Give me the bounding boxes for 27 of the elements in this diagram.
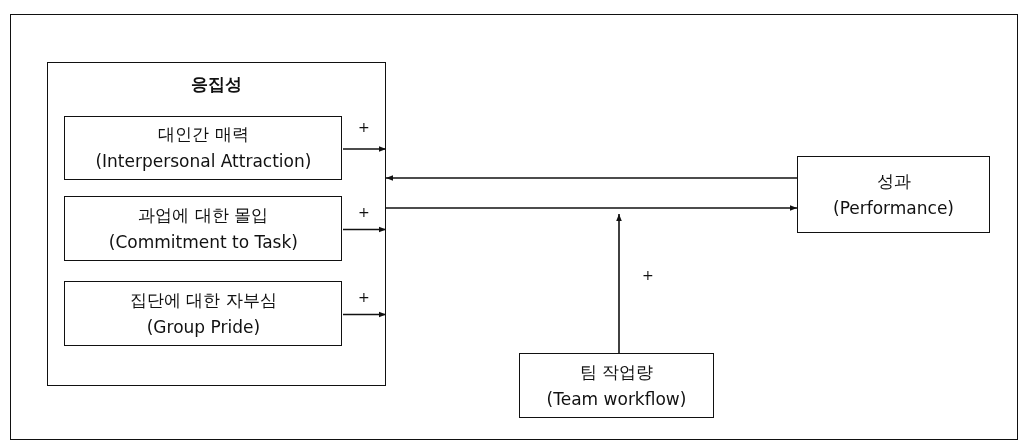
group-box xyxy=(47,62,386,386)
process-box xyxy=(519,353,714,418)
korean-label: 성과 xyxy=(876,169,911,193)
korean-label: 대인간 매력 xyxy=(158,123,249,147)
process-box xyxy=(797,156,990,233)
korean-label: 팀 작업량 xyxy=(579,360,654,384)
english-label: (Group Pride) xyxy=(146,315,261,339)
arrow xyxy=(342,226,387,233)
arrow xyxy=(385,205,798,211)
arrow xyxy=(616,213,622,354)
edge-label: + xyxy=(641,268,655,282)
edge-label: + xyxy=(357,120,371,134)
factor-box xyxy=(64,196,343,262)
group-heading: 응집성 xyxy=(191,73,242,96)
arrow xyxy=(342,146,387,152)
english-label: (Commitment to Task) xyxy=(108,230,298,254)
arrow xyxy=(342,311,387,318)
edge-label: + xyxy=(357,205,371,219)
edge-label: + xyxy=(357,290,371,304)
korean-label: 집단에 대한 자부심 xyxy=(130,288,277,312)
english-label: (Team workflow) xyxy=(546,387,687,411)
english-label: (Performance) xyxy=(833,196,954,220)
english-label: (Interpersonal Attraction) xyxy=(95,150,312,174)
factor-box xyxy=(64,281,343,347)
korean-label: 과업에 대한 몰입 xyxy=(138,203,269,227)
factor-box xyxy=(64,116,343,181)
arrow xyxy=(385,175,798,181)
